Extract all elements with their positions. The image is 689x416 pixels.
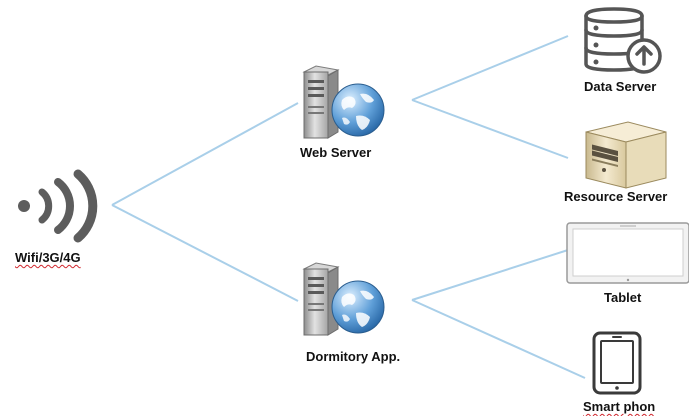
- link-web-server-data-server: [411, 35, 569, 101]
- data-server-label: Data Server: [584, 79, 657, 94]
- link-dormitory-app-tablet: [411, 249, 569, 301]
- tablet-label: Tablet: [604, 290, 642, 305]
- dormitory-app-label: Dormitory App.: [306, 349, 401, 364]
- smartphone-label: Smart phon: [583, 399, 656, 414]
- link-web-server-resource-server: [411, 99, 569, 159]
- web-server-label: Web Server: [300, 145, 372, 160]
- link-dormitory-app-smartphone: [411, 299, 586, 379]
- link-wifi-web-server: [111, 102, 299, 206]
- tower-pc-icon: [582, 118, 672, 190]
- tablet-icon: [566, 222, 689, 284]
- wifi-label: Wifi/3G/4G: [15, 250, 81, 265]
- link-wifi-dormitory-app: [111, 204, 299, 302]
- resource-server-label: Resource Server: [564, 189, 668, 204]
- web-server-icon: [296, 65, 408, 150]
- database-upload-icon: [576, 6, 668, 76]
- app-server-icon: [296, 262, 408, 347]
- smartphone-icon: [592, 331, 642, 395]
- wifi-signal-icon: [14, 169, 114, 243]
